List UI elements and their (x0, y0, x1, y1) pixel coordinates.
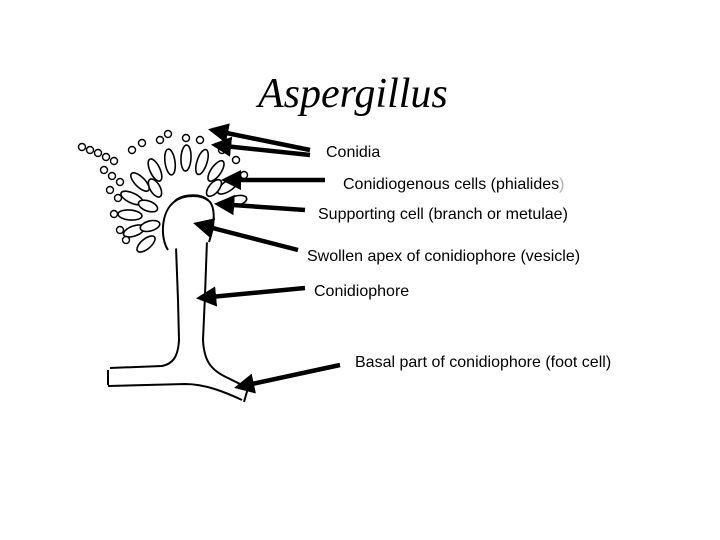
conidium (77, 142, 87, 152)
label-phialides-text: Conidiogenous cells (phialides (343, 176, 560, 193)
phialide (139, 219, 161, 233)
label-conidiophore: Conidiophore (314, 283, 410, 300)
phialide (194, 148, 210, 176)
arrow-metulae (213, 195, 306, 216)
conidia (77, 129, 249, 245)
phialide (147, 158, 163, 182)
conidium (99, 165, 109, 175)
conidium (127, 145, 137, 155)
arrow-foot-cell (234, 362, 341, 394)
phialide (137, 199, 159, 213)
label-phialides: Conidiogenous cells (phialides) (343, 176, 564, 194)
label-foot-cell: Basal part of conidiophore (foot cell) (355, 354, 612, 371)
phialide (147, 178, 163, 198)
conidium (181, 133, 191, 143)
label-phialides-close: ) (559, 176, 565, 193)
label-conidia: Conidia (326, 144, 381, 161)
phialide (130, 172, 150, 192)
conidium (101, 152, 111, 162)
label-metulae: Supporting cell (branch or metulae) (318, 206, 568, 223)
conidium (163, 129, 173, 139)
phialide (205, 178, 223, 198)
label-vesicle: Swollen apex of conidiophore (vesicle) (307, 248, 581, 265)
conidiophore-right-wall (109, 246, 181, 369)
conidium (239, 170, 249, 180)
conidium (115, 177, 125, 187)
conidium (107, 171, 117, 181)
phialide (207, 159, 225, 183)
phialide (117, 209, 143, 221)
phialide (136, 235, 156, 253)
pointer-arrows (193, 123, 341, 394)
conidium (85, 145, 95, 155)
conidium (109, 209, 119, 219)
conidium (115, 225, 125, 235)
conidium (113, 193, 123, 203)
conidium (93, 148, 103, 158)
arrow-conidia-b (210, 136, 311, 158)
conidium (195, 135, 205, 145)
conidium (109, 156, 119, 166)
conidium (155, 135, 165, 145)
arrow-conidia-a (208, 123, 311, 153)
arrow-conidiophore (195, 285, 306, 307)
phialide (163, 148, 177, 176)
phialide (180, 144, 192, 172)
conidium (105, 185, 115, 195)
diagram-title: Aspergillus (258, 71, 448, 117)
conidium (231, 155, 241, 165)
foot-cell-base (107, 370, 243, 401)
conidium (121, 235, 131, 245)
arrow-vesicle (193, 218, 299, 253)
conidium (137, 138, 147, 148)
vesicle (161, 195, 215, 251)
